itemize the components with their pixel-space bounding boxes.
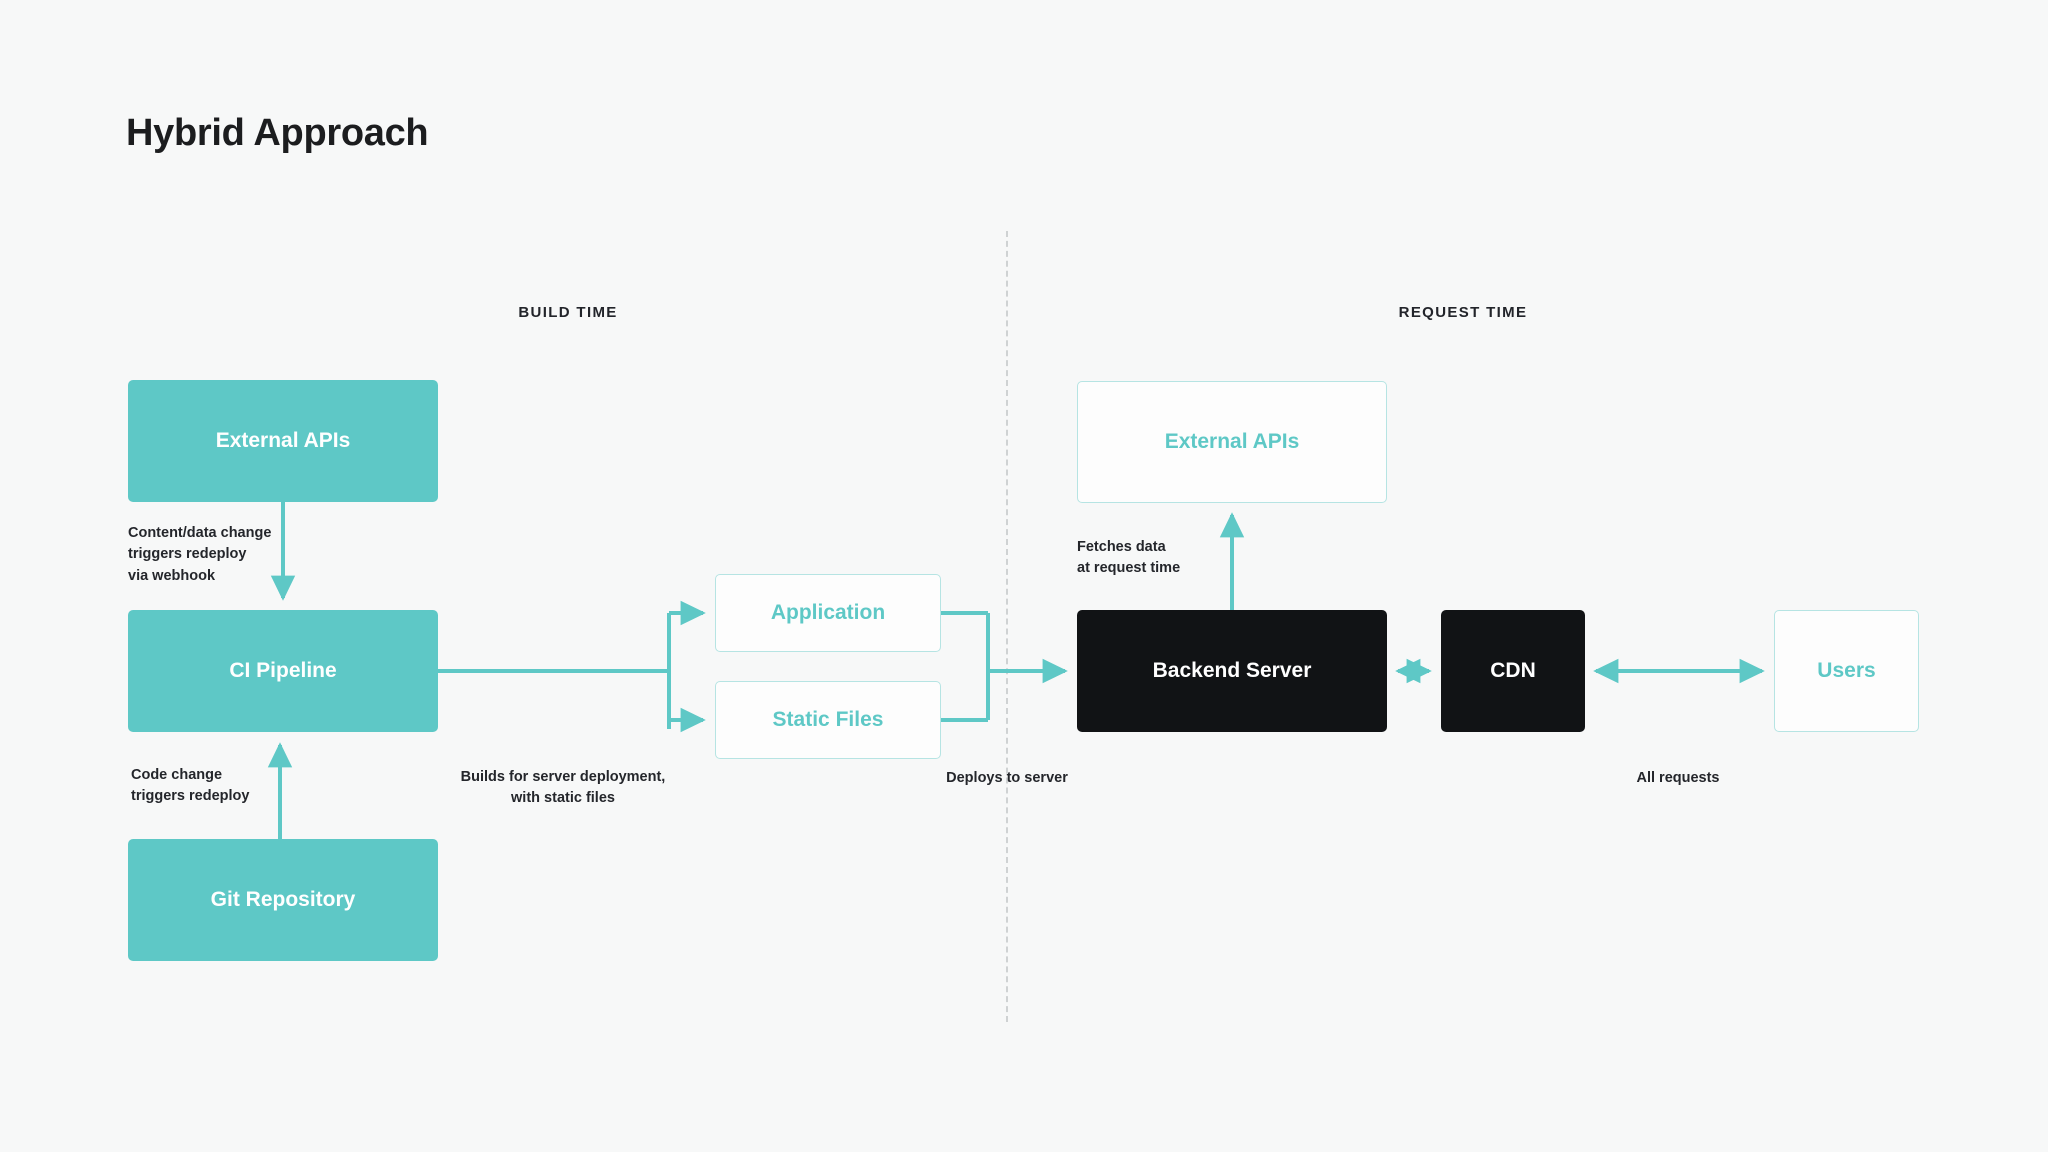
edge-ci-pipeline-to-build-outputs: [438, 600, 706, 733]
phase-divider: [1006, 231, 1008, 1022]
node-users[interactable]: Users: [1774, 610, 1919, 732]
edge-label-code-change: Code change triggers redeploy: [131, 767, 250, 805]
edge-label-deploys-to-server: Deploys to server: [946, 770, 1068, 786]
page-title: Hybrid Approach: [126, 112, 429, 154]
node-static-files[interactable]: Static Files: [715, 681, 941, 759]
phase-label-request-time: REQUEST TIME: [1398, 304, 1528, 321]
node-ci-pipeline[interactable]: CI Pipeline: [128, 610, 438, 732]
edge-label-builds-for-server: Builds for server deployment, with stati…: [460, 769, 666, 807]
node-backend-server[interactable]: Backend Server: [1077, 610, 1387, 732]
edge-label-fetches-data: Fetches data at request time: [1077, 539, 1181, 577]
node-cdn[interactable]: CDN: [1441, 610, 1585, 732]
edge-label-content-data-change: Content/data change triggers redeploy vi…: [128, 525, 272, 584]
edge-label-all-requests: All requests: [1636, 770, 1720, 786]
node-external-apis-build[interactable]: External APIs: [128, 380, 438, 502]
node-external-apis-request[interactable]: External APIs: [1077, 381, 1387, 503]
edge-build-outputs-to-backend-server: [941, 611, 1068, 722]
node-git-repository[interactable]: Git Repository: [128, 839, 438, 961]
phase-label-build-time: BUILD TIME: [518, 304, 618, 321]
node-application[interactable]: Application: [715, 574, 941, 652]
